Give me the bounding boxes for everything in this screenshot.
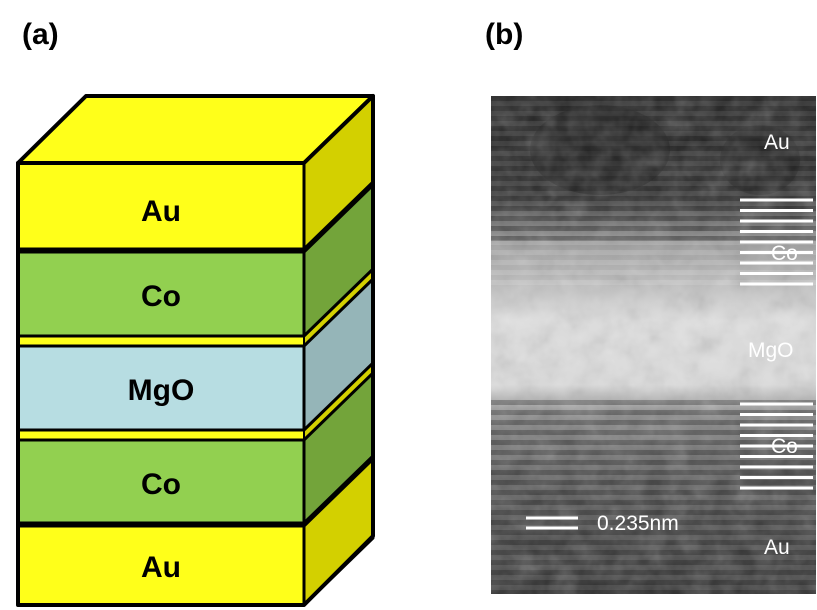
layer-front-face <box>16 438 306 525</box>
layer-label-mgo: MgO <box>128 374 195 407</box>
stack-outline <box>16 94 375 607</box>
tem-image: 0.235nm Au Co MgO Co Au <box>491 96 816 594</box>
tem-label-au-top: Au <box>764 131 790 154</box>
layer-label-co-bottom: Co <box>141 468 181 501</box>
tem-label-co-top: Co <box>771 242 798 265</box>
layer-stack: Au Co MgO Co Au <box>16 94 375 607</box>
panel-b-label: (b) <box>485 18 524 51</box>
layer-label-au-bottom: Au <box>141 551 181 584</box>
tem-noise <box>491 96 816 594</box>
scale-bar-label: 0.235nm <box>597 512 679 535</box>
tem-label-au-bottom: Au <box>764 536 790 559</box>
layer-front-face <box>16 161 306 251</box>
layer-front-face <box>16 250 306 338</box>
tem-label-mgo: MgO <box>748 339 794 362</box>
layer-label-au-top: Au <box>141 195 181 228</box>
lattice-marker-lines <box>740 198 813 490</box>
layer-label-co-top: Co <box>141 280 181 313</box>
tem-label-co-bottom: Co <box>771 435 798 458</box>
layer-front-face <box>16 344 306 432</box>
panel-a-label: (a) <box>22 18 59 51</box>
scale-bar: 0.235nm <box>526 512 679 535</box>
